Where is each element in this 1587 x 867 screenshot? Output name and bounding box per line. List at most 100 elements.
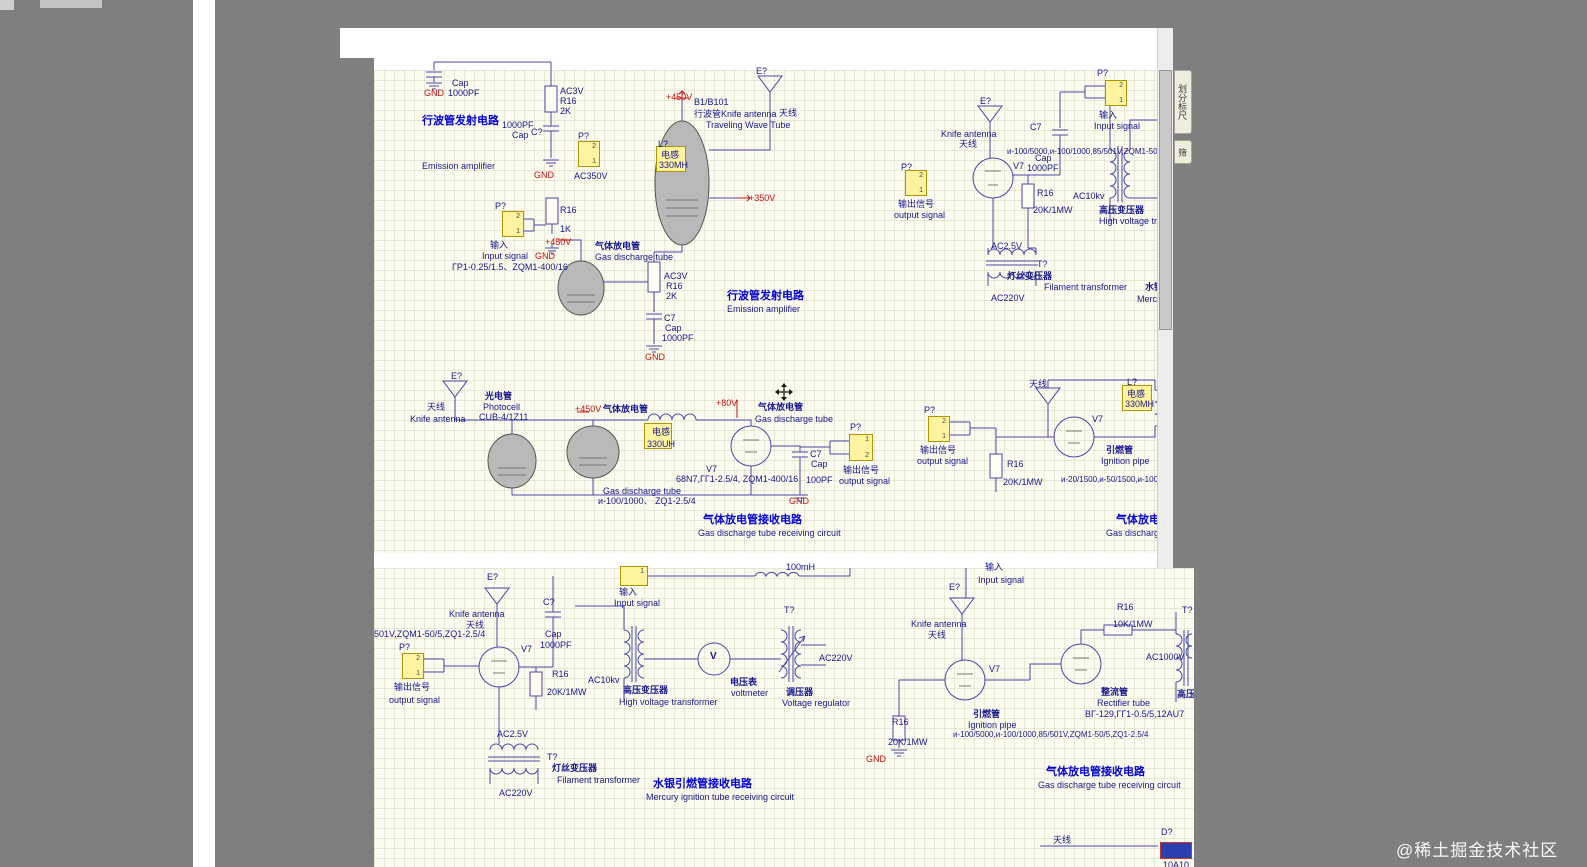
schematic-label: 天线	[1053, 835, 1072, 845]
schematic-label: 整流管	[1101, 687, 1129, 697]
schematic-label: 电感	[661, 150, 680, 160]
schematic-label: 2K	[560, 106, 572, 116]
schematic-label: 20K/1MW	[547, 687, 587, 697]
schematic-label: 水银	[1145, 282, 1164, 292]
scrollbar-track[interactable]	[1157, 28, 1173, 568]
schematic-label: 气体放电管	[758, 402, 804, 412]
schematic-label: E?	[756, 66, 768, 76]
schematic-label: C7	[664, 313, 676, 323]
schematic-label: 10K/1MW	[1113, 619, 1153, 629]
schematic-label: AC1000V	[1146, 652, 1185, 662]
schematic-label: T?	[547, 752, 558, 762]
schematic-label: E?	[980, 96, 992, 106]
schematic-label: Knife antenna	[941, 129, 997, 139]
schematic-label: Filament transformer	[557, 775, 641, 785]
pin-number: 1	[865, 436, 869, 443]
schematic-label: 光电管	[485, 391, 513, 401]
schematic-label: Rectifier tube	[1097, 698, 1151, 708]
schematic-label: Ignition pipe	[1101, 456, 1150, 466]
move-cursor-icon	[775, 383, 793, 401]
schematic-label: P?	[924, 405, 936, 415]
schematic-label: P?	[399, 642, 411, 652]
schematic-label: B1/B101	[694, 97, 729, 107]
schematic-label: 1K	[560, 224, 572, 234]
schematic-label: 330MH	[659, 160, 689, 170]
wires-group	[424, 61, 1193, 847]
pin-number: 1	[640, 568, 644, 575]
schematic-label: 电感	[1127, 389, 1146, 399]
schematic-label: 330MH	[1125, 399, 1155, 409]
schematic-label: 输入	[1099, 110, 1118, 120]
schematic-label: Knife antenna	[449, 609, 505, 619]
schematic-label: L?	[1127, 377, 1138, 387]
schematic-label: AC10kv	[588, 675, 620, 685]
schematic-label: +80V	[716, 398, 738, 408]
schematic-label: D?	[1161, 827, 1173, 837]
schematic-label: 10A10	[1163, 860, 1190, 867]
side-panel-tab-2[interactable]: 筛	[1174, 140, 1192, 164]
schematic-label: +450V	[575, 404, 602, 414]
watermark: @稀土掘金技术社区	[1396, 841, 1559, 860]
schematic-label: 输入	[619, 587, 638, 597]
schematic-label: 气体放电管	[595, 241, 641, 251]
circuit-title: 水银引燃管接收电路	[653, 778, 752, 790]
schematic-label: GND	[866, 754, 886, 764]
schematic-label: output signal	[894, 210, 946, 220]
pin-number: 1	[1119, 97, 1123, 104]
schematic-label: ГР1-0.25/1.5、ZQM1-400/16	[452, 262, 568, 272]
schematic-label: и-100/5000,и-100/1000,85/501V,ZQM1-50/5,…	[953, 730, 1149, 739]
schematic-label: 输出信号	[394, 682, 431, 692]
schematic-label: P?	[850, 422, 862, 432]
schematic-label: R16	[552, 669, 569, 679]
schematic-label: Cap	[811, 459, 828, 469]
schematic-label: +450V	[666, 92, 693, 102]
schematic-label: V7	[1092, 414, 1104, 424]
schematic-label: Cap	[512, 130, 529, 140]
schematic-label: Input signal	[614, 598, 661, 608]
schematic-label: V	[710, 651, 717, 662]
schematic-label: V7	[521, 644, 533, 654]
schematic-label: 330UH	[647, 439, 676, 449]
side-panel-tab-label: 筛	[1177, 147, 1187, 157]
schematic-label: V7	[989, 664, 1001, 674]
pin-number: 1	[416, 670, 420, 677]
schematic-label: 1000PF	[502, 120, 534, 130]
schematic-label: E?	[487, 572, 499, 582]
schematic-label: P?	[495, 201, 507, 211]
schematic-label: Traveling Wave Tube	[706, 120, 791, 130]
schematic-label: AC10kv	[1073, 191, 1105, 201]
circuit-title: 行波管发射电路	[422, 115, 499, 127]
schematic-label: 1000PF	[662, 333, 694, 343]
schematic-label: AC3V	[560, 86, 584, 96]
scrollbar-thumb[interactable]	[1159, 70, 1172, 330]
sheet-part-box	[1122, 385, 1152, 411]
schematic-label: 20K/1MW	[1003, 477, 1043, 487]
schematic-label: Gas discharge tube	[755, 414, 834, 424]
side-panel-tab-1[interactable]: 划分标尺	[1174, 70, 1192, 134]
schematic-label: AC350V	[574, 171, 608, 181]
schematic-label: 输入	[490, 240, 509, 250]
schematic-label: output signal	[389, 695, 441, 705]
sheet-part-box	[644, 423, 672, 449]
schematic-label: 1000PF	[448, 88, 480, 98]
schematic-label: Gas discharge tube	[603, 486, 682, 496]
circuit-title: 气体放电管	[1116, 514, 1171, 526]
schematic-label: R16	[1007, 459, 1024, 469]
schematic-label: Voltage regulator	[782, 698, 851, 708]
pin-number: 2	[942, 418, 946, 425]
schematic-label: Emission amplifier	[422, 161, 496, 171]
schematic-label: Knife antenna	[410, 414, 466, 424]
schematic-label: GND	[535, 251, 555, 261]
schematic-label: E?	[451, 371, 463, 381]
schematic-label: 20K/1MW	[888, 737, 928, 747]
schematic-label: P?	[578, 131, 590, 141]
schematic-label: Gas discharge tube receiving circuit	[1038, 780, 1181, 790]
schematic-label: R16	[1117, 602, 1134, 612]
sheet-part-box: 1	[620, 566, 648, 586]
left-page-edge	[193, 0, 215, 867]
schematic-label: 高压变压器	[1099, 205, 1145, 215]
schematic-label: AC220V	[991, 293, 1025, 303]
